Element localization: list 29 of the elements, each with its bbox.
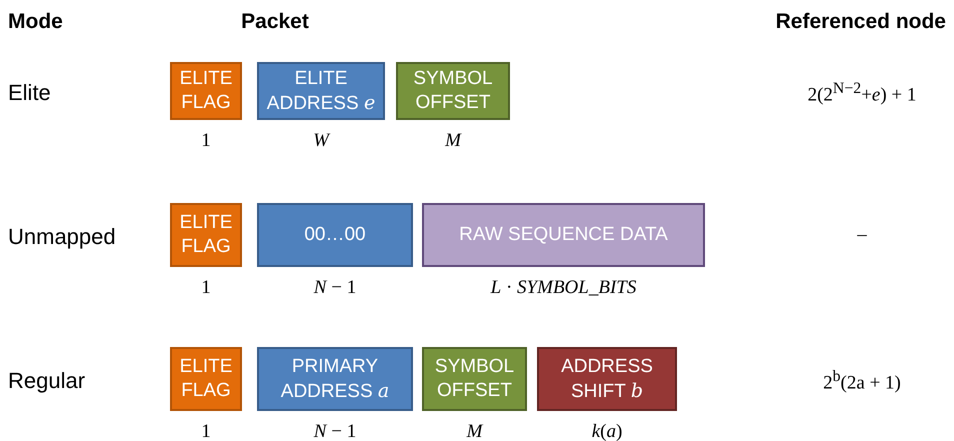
bit-width-label: N − 1 — [312, 421, 358, 441]
formula-label: 2(2$^{N−2}$+e) + 1 — [808, 80, 916, 106]
bit-width-label: 1 — [200, 130, 212, 152]
bit-width-label: 1 — [200, 277, 212, 299]
bit-width-label: M — [466, 421, 484, 441]
packet-field: ELITE FLAG — [170, 62, 242, 120]
bit-width-label: M — [444, 130, 463, 152]
bit-width-label: N − 1 — [312, 277, 358, 299]
column-heading: Packet — [241, 10, 309, 34]
row-label: Elite — [8, 80, 51, 106]
formula-label: 2$^{b}$(2a + 1) — [823, 368, 901, 394]
packet-field: ELITE FLAG — [170, 203, 242, 267]
bit-width-label: L · SYMBOL_BITS — [490, 277, 638, 299]
packet-field: 00…00 — [257, 203, 413, 267]
formula-label: – — [857, 224, 867, 246]
bit-width-label: k(a) — [590, 421, 624, 441]
packet-field: RAW SEQUENCE DATA — [422, 203, 705, 267]
column-heading: Referenced node — [776, 10, 946, 34]
column-heading: Mode — [8, 10, 63, 34]
packet-field: PRIMARY ADDRESS a — [257, 347, 413, 411]
bit-width-label: 1 — [200, 421, 212, 441]
packet-field: SYMBOL OFFSET — [396, 62, 510, 120]
packet-field: SYMBOL OFFSET — [422, 347, 527, 411]
packet-field: ADDRESS SHIFT b — [537, 347, 677, 411]
packet-field: ELITE ADDRESS e — [257, 62, 385, 120]
packet-field: ELITE FLAG — [170, 347, 242, 411]
row-label: Regular — [8, 368, 86, 394]
bit-width-label: W — [312, 130, 332, 152]
row-label: Unmapped — [8, 224, 116, 250]
